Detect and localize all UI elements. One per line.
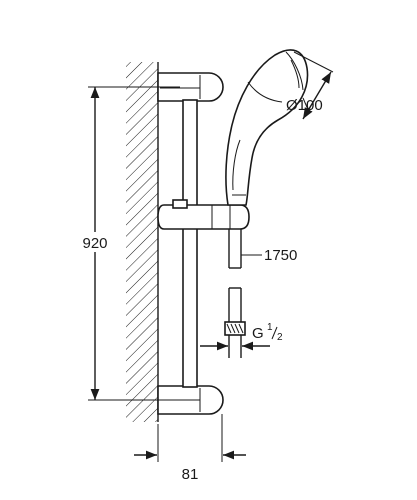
hose-connection-nut <box>224 321 246 358</box>
rail-slider <box>157 199 250 230</box>
shower-rail <box>182 99 198 388</box>
wall-bracket-top <box>157 72 224 102</box>
connection-fraction-numerator: 1 <box>267 322 273 333</box>
dimension-height: 920 <box>75 86 180 401</box>
projection-label: 81 <box>182 466 199 483</box>
hose-length-label: 1750 <box>264 247 297 264</box>
connection-label: G <box>252 325 264 342</box>
dimension-projection: 81 <box>134 414 246 483</box>
height-label: 920 <box>82 235 107 252</box>
dimension-hose-length: 1750 <box>241 247 297 264</box>
wall <box>126 62 159 422</box>
diameter-label: Ø100 <box>286 97 323 114</box>
connection-fraction-denominator: 2 <box>277 332 283 343</box>
dimension-diameter: Ø100 <box>286 51 334 120</box>
hand-shower <box>225 49 309 206</box>
dimension-connection: G 1 2 <box>200 322 283 351</box>
